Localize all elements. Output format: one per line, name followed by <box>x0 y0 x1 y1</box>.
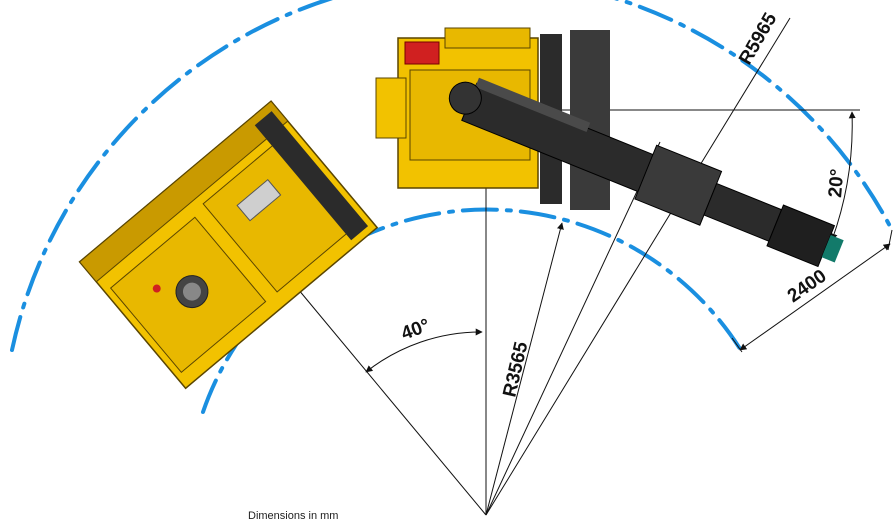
outer-radius-arc <box>10 0 894 352</box>
machine-rear-body <box>78 100 379 390</box>
machine-boom <box>448 77 844 268</box>
boom-angle-label: 20° <box>825 168 848 198</box>
outer-radius-label: R5965 <box>735 9 781 68</box>
width-dimension-line <box>739 243 891 351</box>
drill-rig-illustration <box>78 27 844 390</box>
units-note: Dimensions in mm <box>248 510 338 522</box>
width-label: 2400 <box>784 266 831 307</box>
boom-angle-arc <box>830 111 856 241</box>
turn-angle-arc <box>365 328 483 373</box>
inner-radius-label: R3565 <box>499 339 532 399</box>
